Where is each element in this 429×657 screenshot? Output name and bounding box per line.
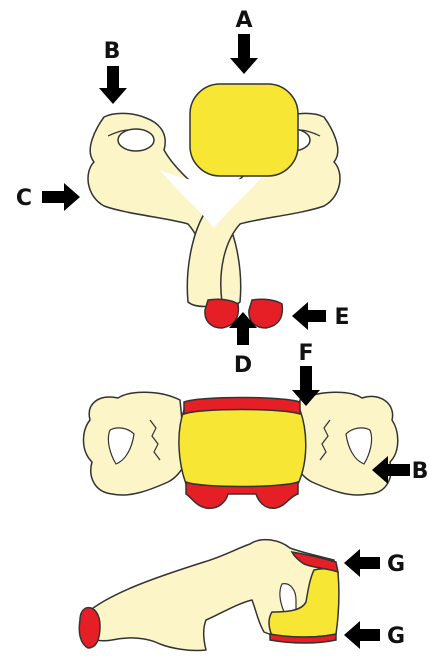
anterior-view (84, 392, 398, 508)
left-transverse-foramen (118, 129, 154, 151)
label-b-side: B (412, 459, 429, 484)
arrow-g-bottom (344, 621, 380, 649)
front-right-process (294, 392, 398, 495)
lateral-view (79, 540, 339, 651)
label-g-top: G (387, 552, 405, 577)
label-d: D (234, 353, 252, 378)
arrow-e (292, 302, 326, 330)
arrow-c (42, 183, 80, 211)
label-g-bottom: G (387, 624, 405, 649)
vertebral-body (190, 84, 298, 176)
arrow-b-top (99, 66, 127, 104)
label-e: E (334, 305, 349, 330)
label-b-top: B (104, 39, 121, 64)
label-f: F (298, 341, 313, 366)
front-inferior-endplate (186, 482, 298, 508)
arrow-a (230, 34, 258, 74)
front-left-process (84, 392, 187, 495)
arrow-g-top (344, 549, 380, 577)
lateral-left-tip (79, 608, 100, 648)
right-spinous-tip (249, 299, 282, 328)
label-a: A (235, 8, 252, 33)
superior-view (88, 84, 340, 328)
label-c: C (16, 186, 32, 211)
front-vertebral-body (179, 406, 306, 489)
